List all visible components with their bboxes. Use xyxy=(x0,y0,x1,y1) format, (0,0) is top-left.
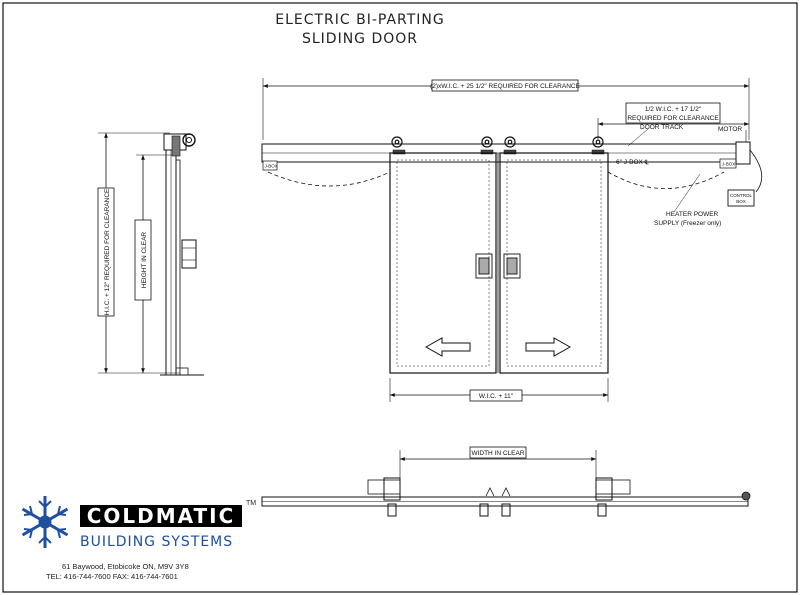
snowflake-logo-icon xyxy=(21,496,69,548)
overall-dim-label: (2)xW.I.C. + 25 1/2" REQUIRED FOR CLEARA… xyxy=(430,83,581,90)
drawing-title-line2: SLIDING DOOR xyxy=(301,31,419,47)
right-dim-label-1: 1/2 W.I.C. + 17 1/2" xyxy=(645,106,702,113)
jbox-center-label: 6" J-BOX ℄ xyxy=(616,159,650,166)
motor-label: MOTOR xyxy=(718,126,742,133)
side-view xyxy=(97,132,204,376)
company-address: 61 Baywood, Etobicoke ON, M9V 3Y8 xyxy=(62,562,189,571)
right-dim-label-2: REQUIRED FOR CLEARANCE xyxy=(627,115,719,122)
side-inner-dim-label: HEIGHT IN CLEAR xyxy=(141,232,148,289)
control-box-label-2: BOX xyxy=(736,199,746,204)
bottom-dim-label: W.I.C. + 11" xyxy=(479,393,514,400)
plan-view xyxy=(261,446,751,517)
control-box-label-1: CONTROL xyxy=(730,193,752,198)
width-in-clear-label: WIDTH IN CLEAR xyxy=(471,450,524,457)
arrow-left-icon xyxy=(424,337,471,357)
drawing-title-line1: ELECTRIC BI-PARTING xyxy=(275,12,445,28)
heater-label-2: SUPPLY (Freezer only) xyxy=(654,220,721,227)
arrow-right-icon xyxy=(525,337,572,357)
company-phones: TEL: 416-744-7600 FAX: 416-744-7601 xyxy=(46,572,178,581)
jbox-left-label: J-BOX xyxy=(265,164,278,169)
front-view xyxy=(261,78,763,402)
company-name: COLDMATIC xyxy=(80,505,242,527)
heater-label-1: HEATER POWER xyxy=(666,211,719,218)
trademark-mark: TM xyxy=(246,500,257,507)
door-handle-icon xyxy=(475,253,521,279)
company-subtitle: BUILDING SYSTEMS xyxy=(80,534,234,550)
jbox-right-label: J-BOX xyxy=(722,162,735,167)
side-outer-dim-label: H.I.C. + 12" REQUIRED FOR CLEARANCE xyxy=(104,188,111,315)
door-track-label: DOOR TRACK xyxy=(640,124,684,131)
